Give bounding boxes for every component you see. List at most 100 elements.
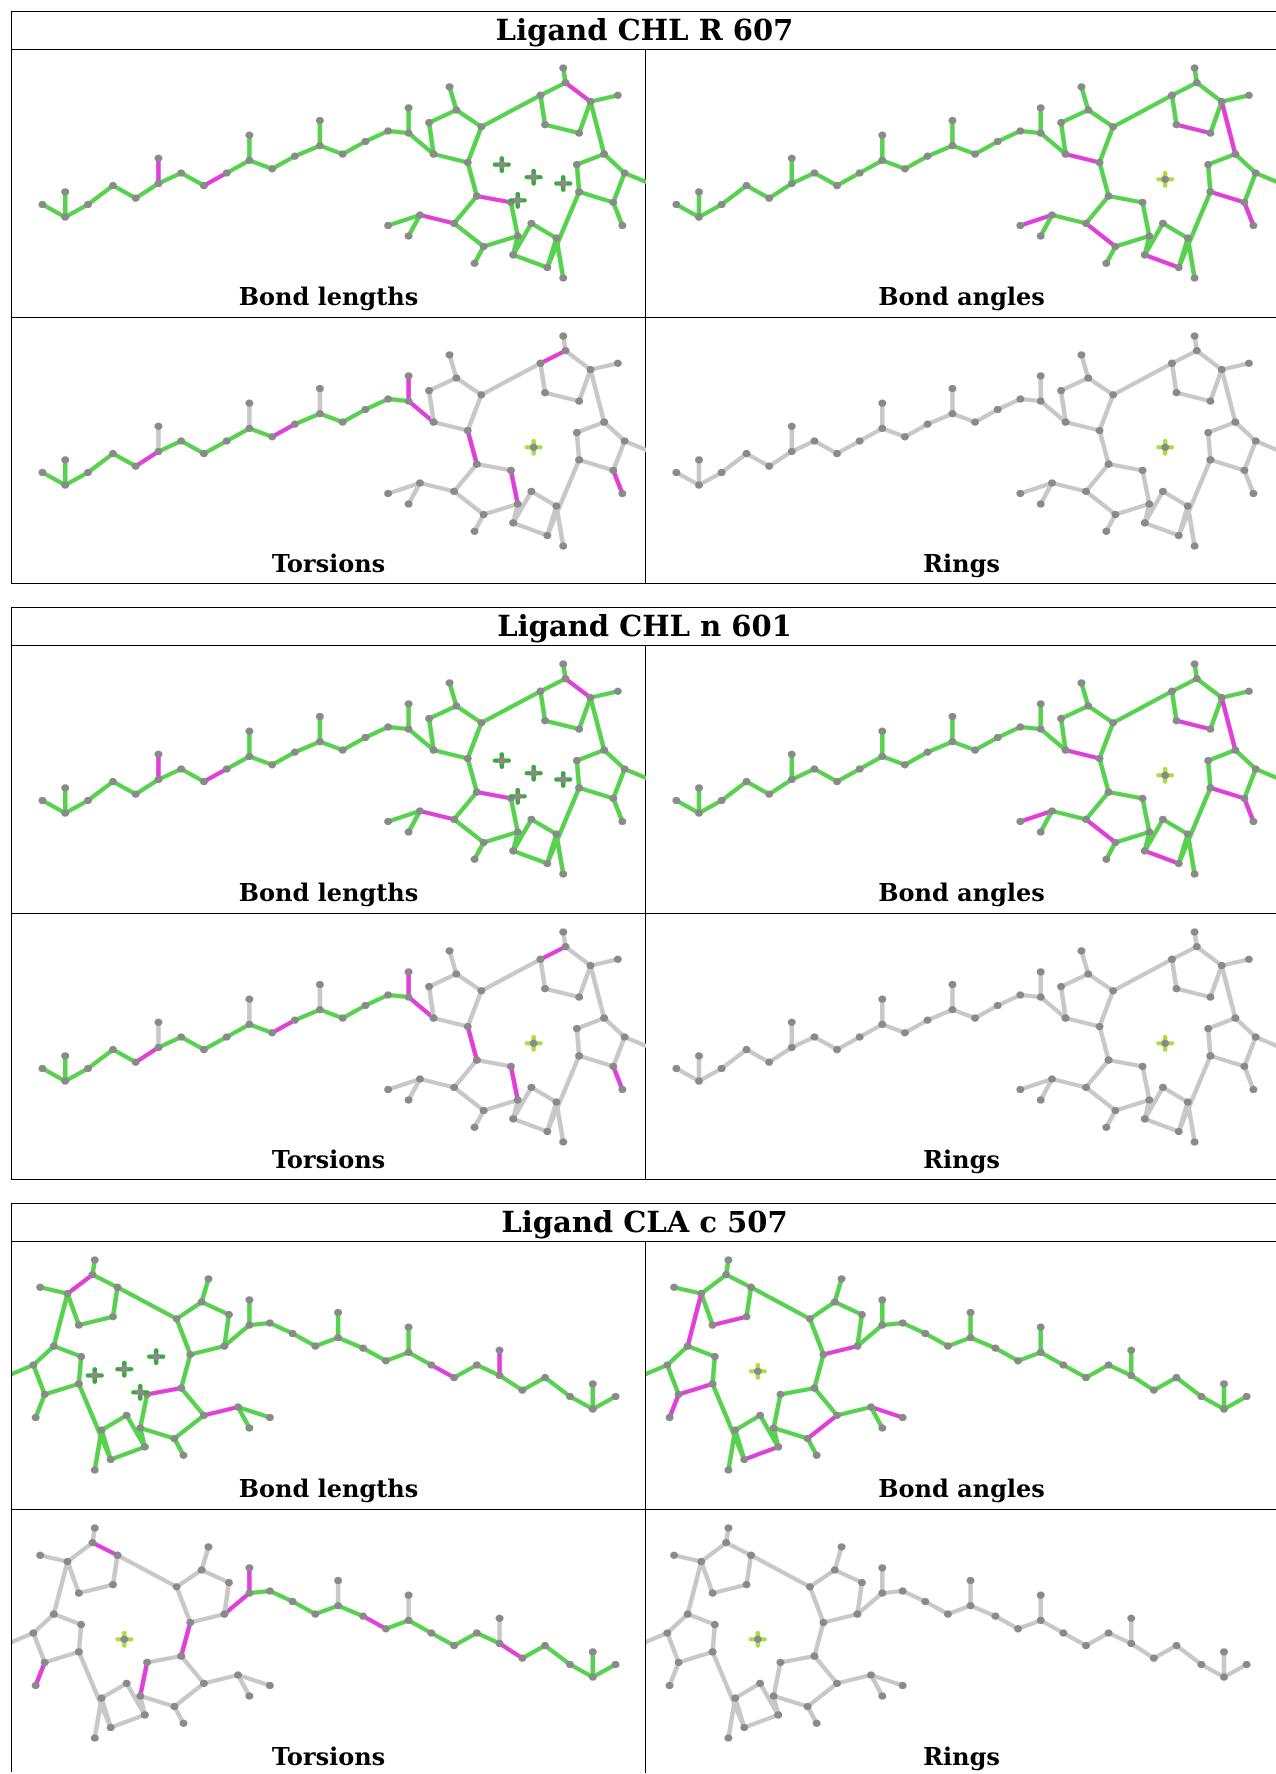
atom: [1105, 460, 1113, 467]
atom: [670, 1284, 678, 1291]
atom: [123, 1412, 131, 1419]
atom: [496, 1372, 504, 1379]
bond: [579, 460, 613, 471]
bond: [88, 1050, 113, 1069]
atom: [1077, 351, 1085, 358]
atom: [245, 400, 253, 407]
atom: [61, 481, 69, 488]
bond: [456, 378, 481, 395]
atom: [61, 809, 69, 816]
atom: [878, 753, 886, 760]
atom: [856, 437, 864, 444]
bond: [674, 1287, 701, 1293]
bond: [36, 1662, 45, 1685]
molecule-diagram: [12, 646, 646, 913]
atom: [788, 423, 796, 430]
atom: [141, 1443, 149, 1450]
atom: [530, 444, 538, 451]
bond: [1066, 750, 1100, 758]
atom: [1048, 479, 1056, 486]
atom: [600, 1014, 608, 1021]
atom: [1206, 456, 1214, 463]
atom: [405, 700, 413, 707]
torsions-panel: Torsions: [12, 317, 646, 584]
atom: [722, 1271, 730, 1278]
atom: [600, 746, 608, 753]
atom: [573, 161, 581, 168]
atom: [838, 1543, 846, 1550]
atom: [1206, 784, 1214, 791]
atom: [405, 397, 413, 404]
atom: [471, 856, 479, 863]
atom: [1191, 542, 1199, 549]
atom: [173, 1315, 181, 1322]
bond: [780, 1388, 814, 1394]
atom: [289, 1330, 297, 1337]
bond: [1061, 706, 1088, 719]
molecule: [672, 660, 1276, 877]
bond: [295, 146, 320, 157]
bond: [174, 1415, 204, 1438]
bond: [1143, 202, 1150, 236]
atom: [562, 675, 570, 682]
atom: [405, 993, 413, 1000]
atom: [562, 347, 570, 354]
atom: [944, 1610, 952, 1617]
atom: [1141, 847, 1149, 854]
bond: [1086, 1087, 1115, 1110]
atom: [1204, 757, 1212, 764]
bond: [118, 1287, 177, 1319]
bond: [1113, 959, 1172, 991]
atom: [416, 807, 424, 814]
atom: [1016, 1086, 1024, 1093]
atom: [507, 467, 515, 474]
atom: [731, 1694, 739, 1701]
atom: [245, 1589, 253, 1596]
atom: [84, 1065, 92, 1072]
atom: [967, 1334, 975, 1341]
bond: [468, 991, 482, 1027]
atom: [120, 1366, 128, 1373]
bond: [102, 1683, 127, 1698]
atom: [425, 983, 433, 990]
atom: [1161, 1040, 1169, 1047]
bond: [1188, 834, 1195, 874]
atom: [971, 746, 979, 753]
bond: [454, 223, 484, 246]
atom: [1102, 528, 1110, 535]
atom: [1127, 1615, 1135, 1622]
atom: [1082, 816, 1090, 823]
atom: [339, 150, 347, 157]
atom: [948, 713, 956, 720]
atom: [1252, 765, 1260, 772]
bond: [613, 769, 624, 798]
bond: [540, 363, 545, 392]
ligand-block-3: Ligand CLA c 507 Bond lengths Bond angle…: [11, 1203, 1276, 1772]
atom: [245, 1692, 253, 1699]
atom: [810, 169, 818, 176]
atom: [587, 366, 595, 373]
bond: [1172, 691, 1177, 720]
bond: [1061, 110, 1088, 123]
atom: [1159, 816, 1167, 823]
panel-caption: Bond angles: [646, 879, 1276, 907]
atom: [471, 260, 479, 267]
bond: [67, 1294, 78, 1326]
bond: [735, 1683, 760, 1698]
atom: [774, 1711, 782, 1718]
bond: [1197, 947, 1222, 966]
atom: [1096, 755, 1104, 762]
atom: [530, 1040, 538, 1047]
atom: [541, 121, 549, 128]
bond: [1109, 792, 1143, 798]
atom: [819, 1619, 827, 1626]
atom: [878, 996, 886, 1003]
atom: [416, 1075, 424, 1082]
bond: [591, 698, 605, 751]
atom: [177, 765, 185, 772]
atom: [446, 679, 454, 686]
atom: [537, 360, 545, 367]
atom: [559, 870, 567, 877]
bond: [713, 1625, 715, 1652]
atom: [84, 469, 92, 476]
